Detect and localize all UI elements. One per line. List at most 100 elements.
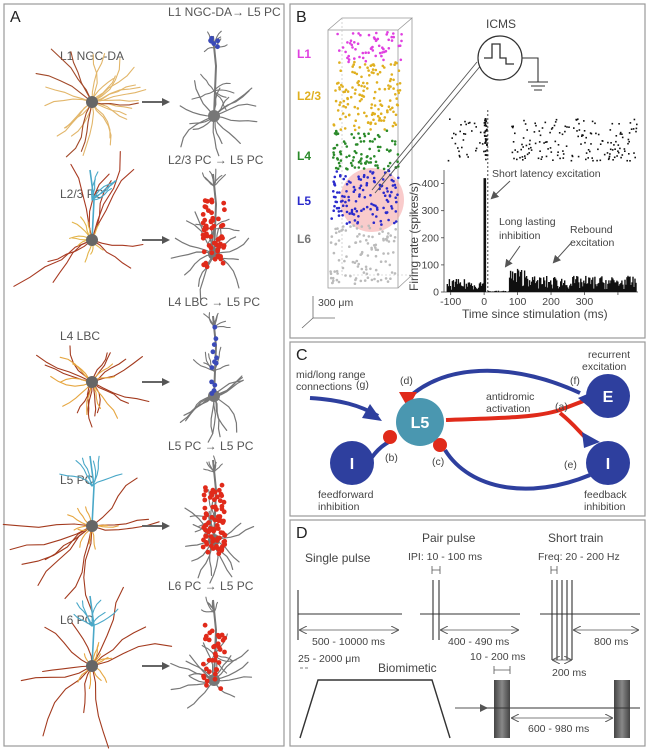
spike — [469, 121, 471, 124]
x-tick-label: 200 — [542, 296, 560, 308]
synapse-g — [362, 404, 382, 421]
spike — [635, 130, 637, 133]
spike — [483, 131, 486, 134]
spike — [541, 156, 543, 158]
biomimetic-duration: 10 - 200 ms — [470, 651, 525, 663]
spike — [475, 149, 477, 152]
spike — [529, 139, 531, 142]
path-b: (b) — [385, 452, 398, 464]
spike — [485, 129, 488, 132]
x-tick-label: 0 — [481, 296, 487, 308]
panel-a-letter: A — [10, 9, 21, 26]
spike — [484, 140, 487, 143]
spike — [562, 150, 564, 152]
biomimetic-amplitude: 25 - 2000 μm — [298, 653, 360, 665]
x-axis-label: Time since stimulation (ms) — [462, 307, 608, 321]
spike — [617, 151, 620, 154]
spike — [526, 153, 529, 156]
spike — [537, 157, 540, 160]
panel-a-border — [3, 3, 285, 747]
spike — [484, 154, 487, 156]
spike — [486, 144, 488, 147]
synapse-c — [433, 438, 447, 452]
y-axis-label: Firing rate (spikes/s) — [407, 182, 421, 291]
path-c: (c) — [432, 456, 444, 468]
label-antidromic-2: activation — [486, 403, 531, 415]
spike — [608, 157, 610, 160]
label-feedforward-1: feedforward — [318, 489, 374, 501]
soma — [208, 110, 220, 122]
single-pulse-interval: 500 - 10000 ms — [312, 636, 385, 648]
spike — [635, 127, 638, 130]
spike — [590, 143, 592, 145]
spike — [578, 122, 580, 125]
spike — [484, 150, 487, 153]
spike — [594, 122, 596, 125]
spike — [512, 125, 514, 128]
spike — [577, 135, 579, 138]
spike — [568, 126, 570, 128]
spike — [609, 129, 612, 131]
spike — [486, 149, 488, 151]
spike — [636, 123, 638, 126]
scale-bar-label: 300 μm — [318, 297, 353, 309]
spike — [483, 124, 486, 127]
pair-pulse-ipi: IPI: 10 - 100 ms — [408, 551, 482, 563]
spike — [528, 152, 530, 154]
stimulation-region — [340, 168, 404, 232]
spike — [514, 132, 516, 135]
spike — [584, 141, 586, 144]
spike — [634, 156, 636, 159]
spike-raster — [447, 118, 638, 162]
spike — [526, 129, 528, 131]
spike — [607, 141, 609, 144]
spike — [544, 121, 547, 124]
cortical-column — [327, 17, 414, 289]
spike — [633, 152, 635, 154]
spike — [614, 148, 616, 150]
spike — [554, 140, 557, 143]
spike — [621, 154, 624, 156]
spike — [599, 159, 602, 162]
spike — [587, 149, 590, 151]
spike — [512, 141, 515, 143]
spike — [538, 130, 541, 132]
panel-c-border — [289, 341, 646, 517]
synapse-b — [383, 430, 397, 444]
y-tick-label: 300 — [421, 205, 439, 217]
spike — [458, 150, 460, 153]
spike — [583, 130, 586, 132]
soma — [86, 234, 98, 246]
spike — [597, 148, 599, 151]
spike — [601, 140, 604, 142]
spike — [589, 150, 591, 153]
spike — [524, 123, 527, 125]
spike — [550, 151, 553, 153]
node-i-feedback — [586, 441, 630, 485]
spike — [564, 125, 567, 128]
spike — [514, 149, 516, 151]
single-pulse-title: Single pulse — [305, 551, 371, 565]
spike — [513, 157, 515, 160]
spike — [621, 133, 623, 135]
spike — [613, 144, 615, 146]
synapse-markers — [200, 482, 228, 556]
electrode — [371, 61, 483, 194]
spike — [483, 150, 485, 153]
spike — [609, 153, 611, 155]
y-tick-label: 0 — [433, 287, 439, 299]
spike — [449, 118, 451, 120]
spike — [459, 156, 461, 158]
spike — [585, 158, 587, 161]
spike — [549, 147, 552, 149]
soma — [86, 96, 98, 108]
spike — [485, 138, 487, 141]
short-train-freq: Freq: 20 - 200 Hz — [538, 551, 620, 563]
spike — [575, 119, 578, 121]
spike — [582, 134, 584, 137]
x-tick-label: 100 — [509, 296, 527, 308]
soma — [86, 520, 98, 532]
spike — [619, 147, 621, 150]
